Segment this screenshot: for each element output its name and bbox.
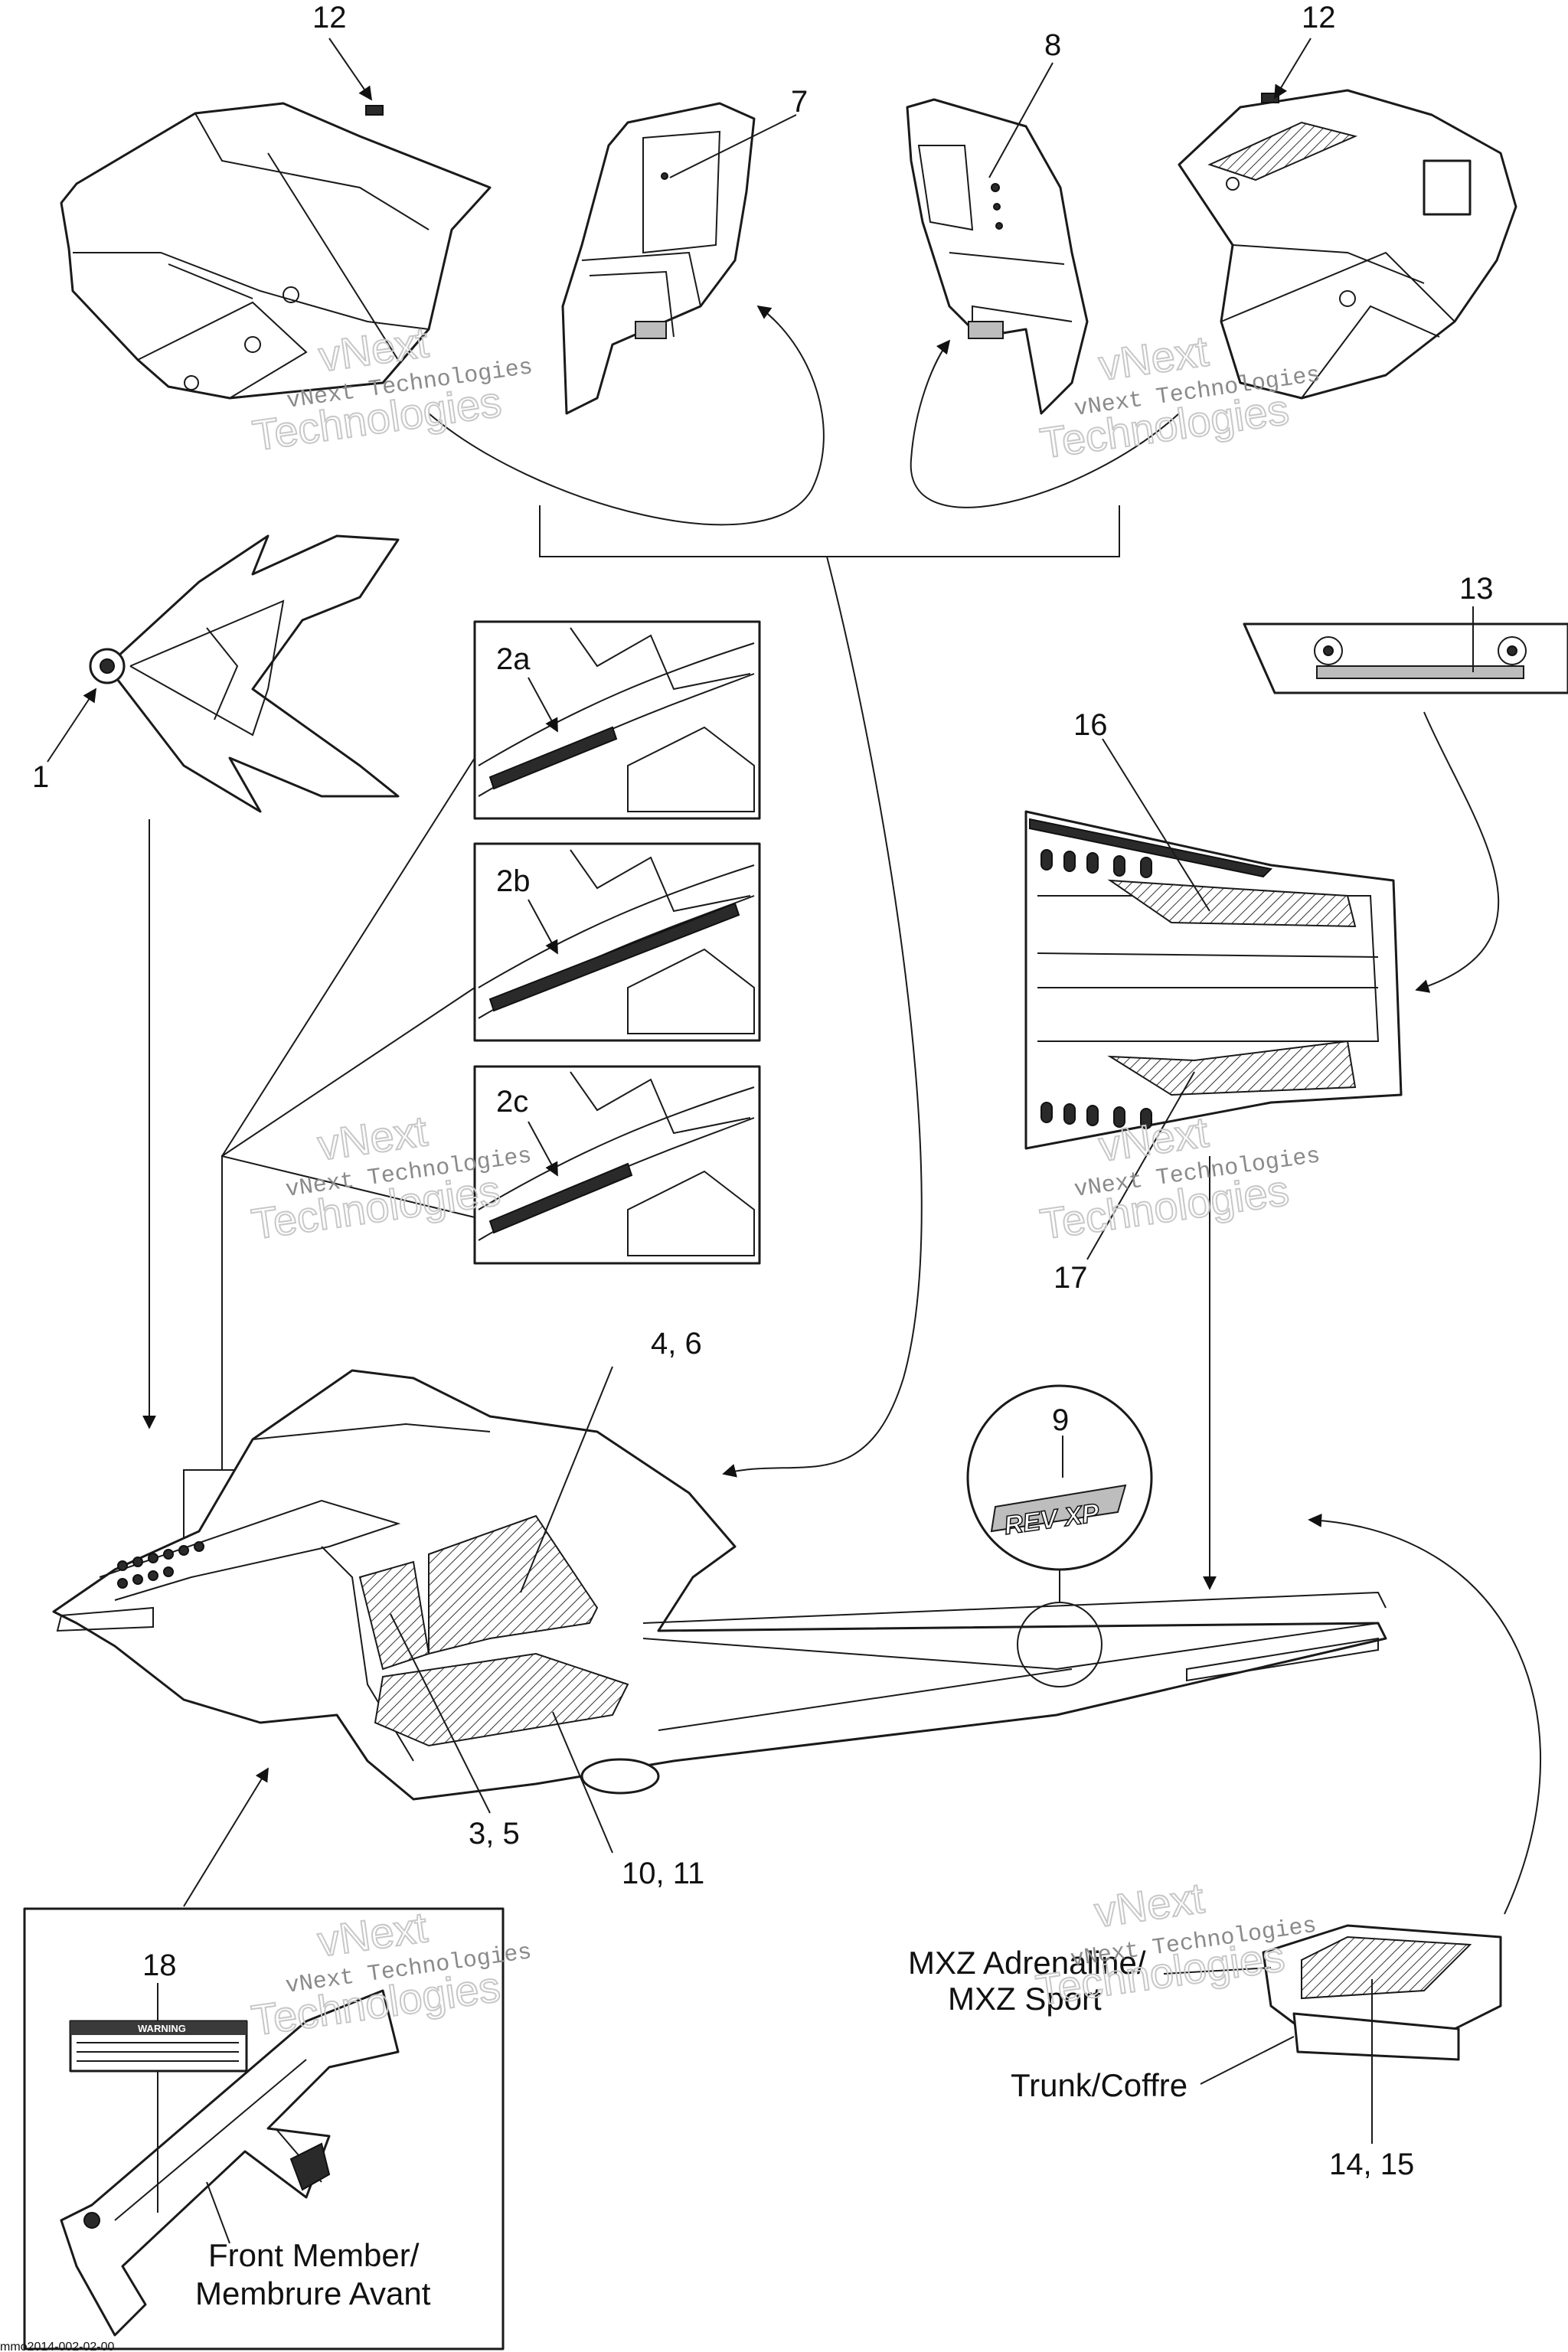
caption-mxz-line1: MXZ Adrenaline/	[908, 1945, 1146, 1981]
caption-trunk: Trunk/Coffre	[1011, 2067, 1187, 2103]
right-side-panel	[1178, 89, 1517, 400]
rear-flap-part	[1243, 622, 1568, 694]
arrow-left-console	[428, 305, 825, 526]
caption-front-member-line2: Membrure Avant	[195, 2275, 431, 2311]
leader-4-6	[520, 1366, 613, 1593]
bracket-top	[539, 505, 1120, 557]
leader-2b	[528, 899, 558, 955]
front-member-box: WARNING	[23, 1907, 505, 2350]
leader-mxz	[1163, 1967, 1272, 1975]
leader-12-left	[328, 38, 373, 101]
callout-8: 8	[1044, 28, 1061, 62]
leader-2c	[528, 1121, 558, 1177]
caption-mxz-line2: MXZ Sport	[948, 1981, 1102, 2017]
leader-12-right	[1274, 38, 1312, 100]
detail-box-2c	[473, 1065, 761, 1265]
callout-7: 7	[791, 85, 808, 119]
leader-8	[988, 62, 1054, 178]
leader-17	[1086, 1071, 1195, 1260]
leader-2a	[528, 677, 558, 733]
tunnel-cutouts-top	[1040, 849, 1152, 878]
detail-leaders	[221, 757, 475, 1470]
svg-text:vNext: vNext	[1092, 1873, 1207, 1936]
callout-16: 16	[1073, 708, 1108, 742]
front-grille-dots	[117, 1541, 204, 1589]
trunk-part	[1262, 1924, 1502, 2061]
callout-12-left: 12	[312, 1, 347, 34]
leader-1	[47, 688, 96, 763]
tunnel-top-view	[1024, 810, 1403, 1150]
callout-3-5: 3, 5	[469, 1817, 520, 1851]
leader-3-5	[390, 1613, 491, 1814]
arrow-right-console	[910, 339, 1180, 508]
detail-box-2a	[473, 620, 761, 820]
leader-10-11	[552, 1711, 613, 1854]
callout-4-6: 4, 6	[651, 1327, 702, 1361]
footer-code: mmo2014-002-02-00	[0, 2341, 115, 2352]
watermark-1: vNext Technologies vNext Technologies	[249, 317, 534, 460]
snowmobile-side-view	[52, 1369, 1387, 1801]
callout-2a: 2a	[496, 642, 531, 676]
leader-trunk	[1200, 2036, 1295, 2085]
tunnel-cutouts-bottom	[1040, 1102, 1152, 1129]
arrow-trunk	[1308, 1513, 1542, 1915]
warning-label-title: WARNING	[138, 2023, 186, 2034]
arrow-to-sled-side	[722, 556, 923, 1478]
callout-18: 18	[142, 1949, 177, 1982]
callout-14-15: 14, 15	[1329, 2148, 1414, 2181]
leader-front-member	[206, 2181, 230, 2244]
left-console-part	[561, 102, 756, 415]
caption-front-member-line1: Front Member/	[208, 2237, 420, 2273]
left-side-panel	[60, 102, 492, 400]
arrow-flap	[1415, 711, 1500, 993]
leader-7	[669, 114, 797, 178]
callout-12-right: 12	[1302, 1, 1336, 34]
revxp-detail-circle: REV XP	[966, 1384, 1153, 1602]
watermark-5: vNext Technologies vNext Technologies	[248, 1902, 534, 2045]
callout-2b: 2b	[496, 864, 531, 898]
callout-13: 13	[1459, 572, 1494, 606]
callout-2c: 2c	[496, 1085, 528, 1119]
callout-10-11: 10, 11	[622, 1857, 704, 1890]
callout-17: 17	[1054, 1261, 1088, 1295]
arrow-front-member	[183, 1767, 269, 1907]
nose-cone-part	[89, 534, 400, 813]
detail-box-2b	[473, 842, 761, 1042]
callout-9: 9	[1052, 1403, 1069, 1437]
right-console-part	[906, 98, 1089, 415]
callout-1: 1	[32, 760, 49, 794]
leader-16	[1102, 738, 1210, 912]
